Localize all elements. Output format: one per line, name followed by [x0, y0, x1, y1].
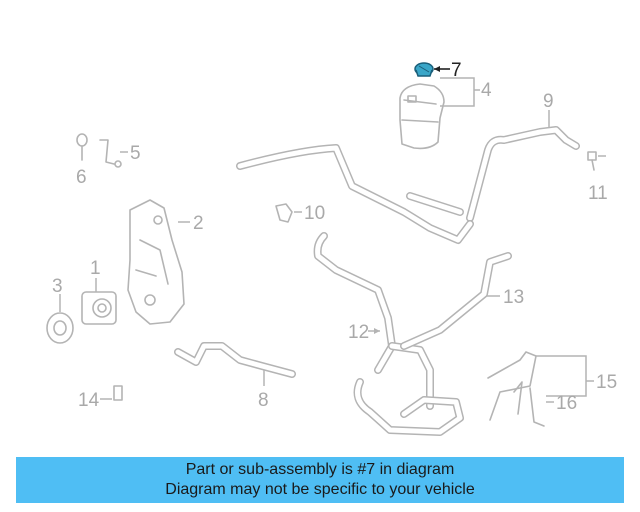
- cooler-loop: [353, 378, 464, 436]
- callout-5[interactable]: 5: [130, 143, 141, 164]
- part-12-pressure-hose[interactable]: [313, 232, 434, 410]
- part-1-power-steering-pump[interactable]: [81, 291, 117, 325]
- callout-3[interactable]: 3: [52, 276, 63, 297]
- callout-15[interactable]: 15: [596, 372, 617, 393]
- callout-12[interactable]: 12: [348, 322, 369, 343]
- part-15-bracket[interactable]: [487, 351, 537, 421]
- part-9-hose[interactable]: [466, 126, 580, 222]
- leader-4: [440, 77, 480, 107]
- part-2-pump-housing[interactable]: [127, 199, 185, 325]
- info-banner: Part or sub-assembly is #7 in diagram Di…: [16, 457, 624, 503]
- callout-1[interactable]: 1: [90, 258, 101, 279]
- part-4-reservoir[interactable]: [399, 83, 445, 150]
- callout-7[interactable]: 7: [451, 60, 462, 81]
- part-6-clip[interactable]: [76, 133, 88, 161]
- callout-9[interactable]: 9: [543, 91, 554, 112]
- callout-11[interactable]: 11: [588, 183, 608, 204]
- banner-line-1: Part or sub-assembly is #7 in diagram: [185, 461, 455, 478]
- hose-upper: [236, 144, 474, 244]
- part-11-bolt[interactable]: [587, 151, 597, 171]
- callout-14[interactable]: 14: [78, 390, 100, 411]
- part-5-bracket[interactable]: [99, 139, 122, 168]
- part-10-sensor[interactable]: [275, 203, 293, 223]
- callout-16[interactable]: 16: [556, 393, 577, 414]
- callout-8[interactable]: 8: [258, 390, 269, 411]
- callout-13[interactable]: 13: [503, 287, 524, 308]
- part-7-reservoir-cap[interactable]: [414, 62, 434, 77]
- part-16-bracket[interactable]: [529, 387, 545, 427]
- part-3-pulley[interactable]: [46, 312, 74, 344]
- callout-10[interactable]: 10: [304, 203, 325, 224]
- callout-4[interactable]: 4: [481, 80, 492, 101]
- part-8-hose[interactable]: [174, 342, 296, 378]
- callout-6[interactable]: 6: [76, 167, 87, 188]
- callout-2[interactable]: 2: [193, 213, 204, 234]
- part-13-hose[interactable]: [400, 252, 512, 350]
- banner-line-2: Diagram may not be specific to your vehi…: [165, 481, 475, 498]
- part-14-fitting[interactable]: [113, 385, 123, 401]
